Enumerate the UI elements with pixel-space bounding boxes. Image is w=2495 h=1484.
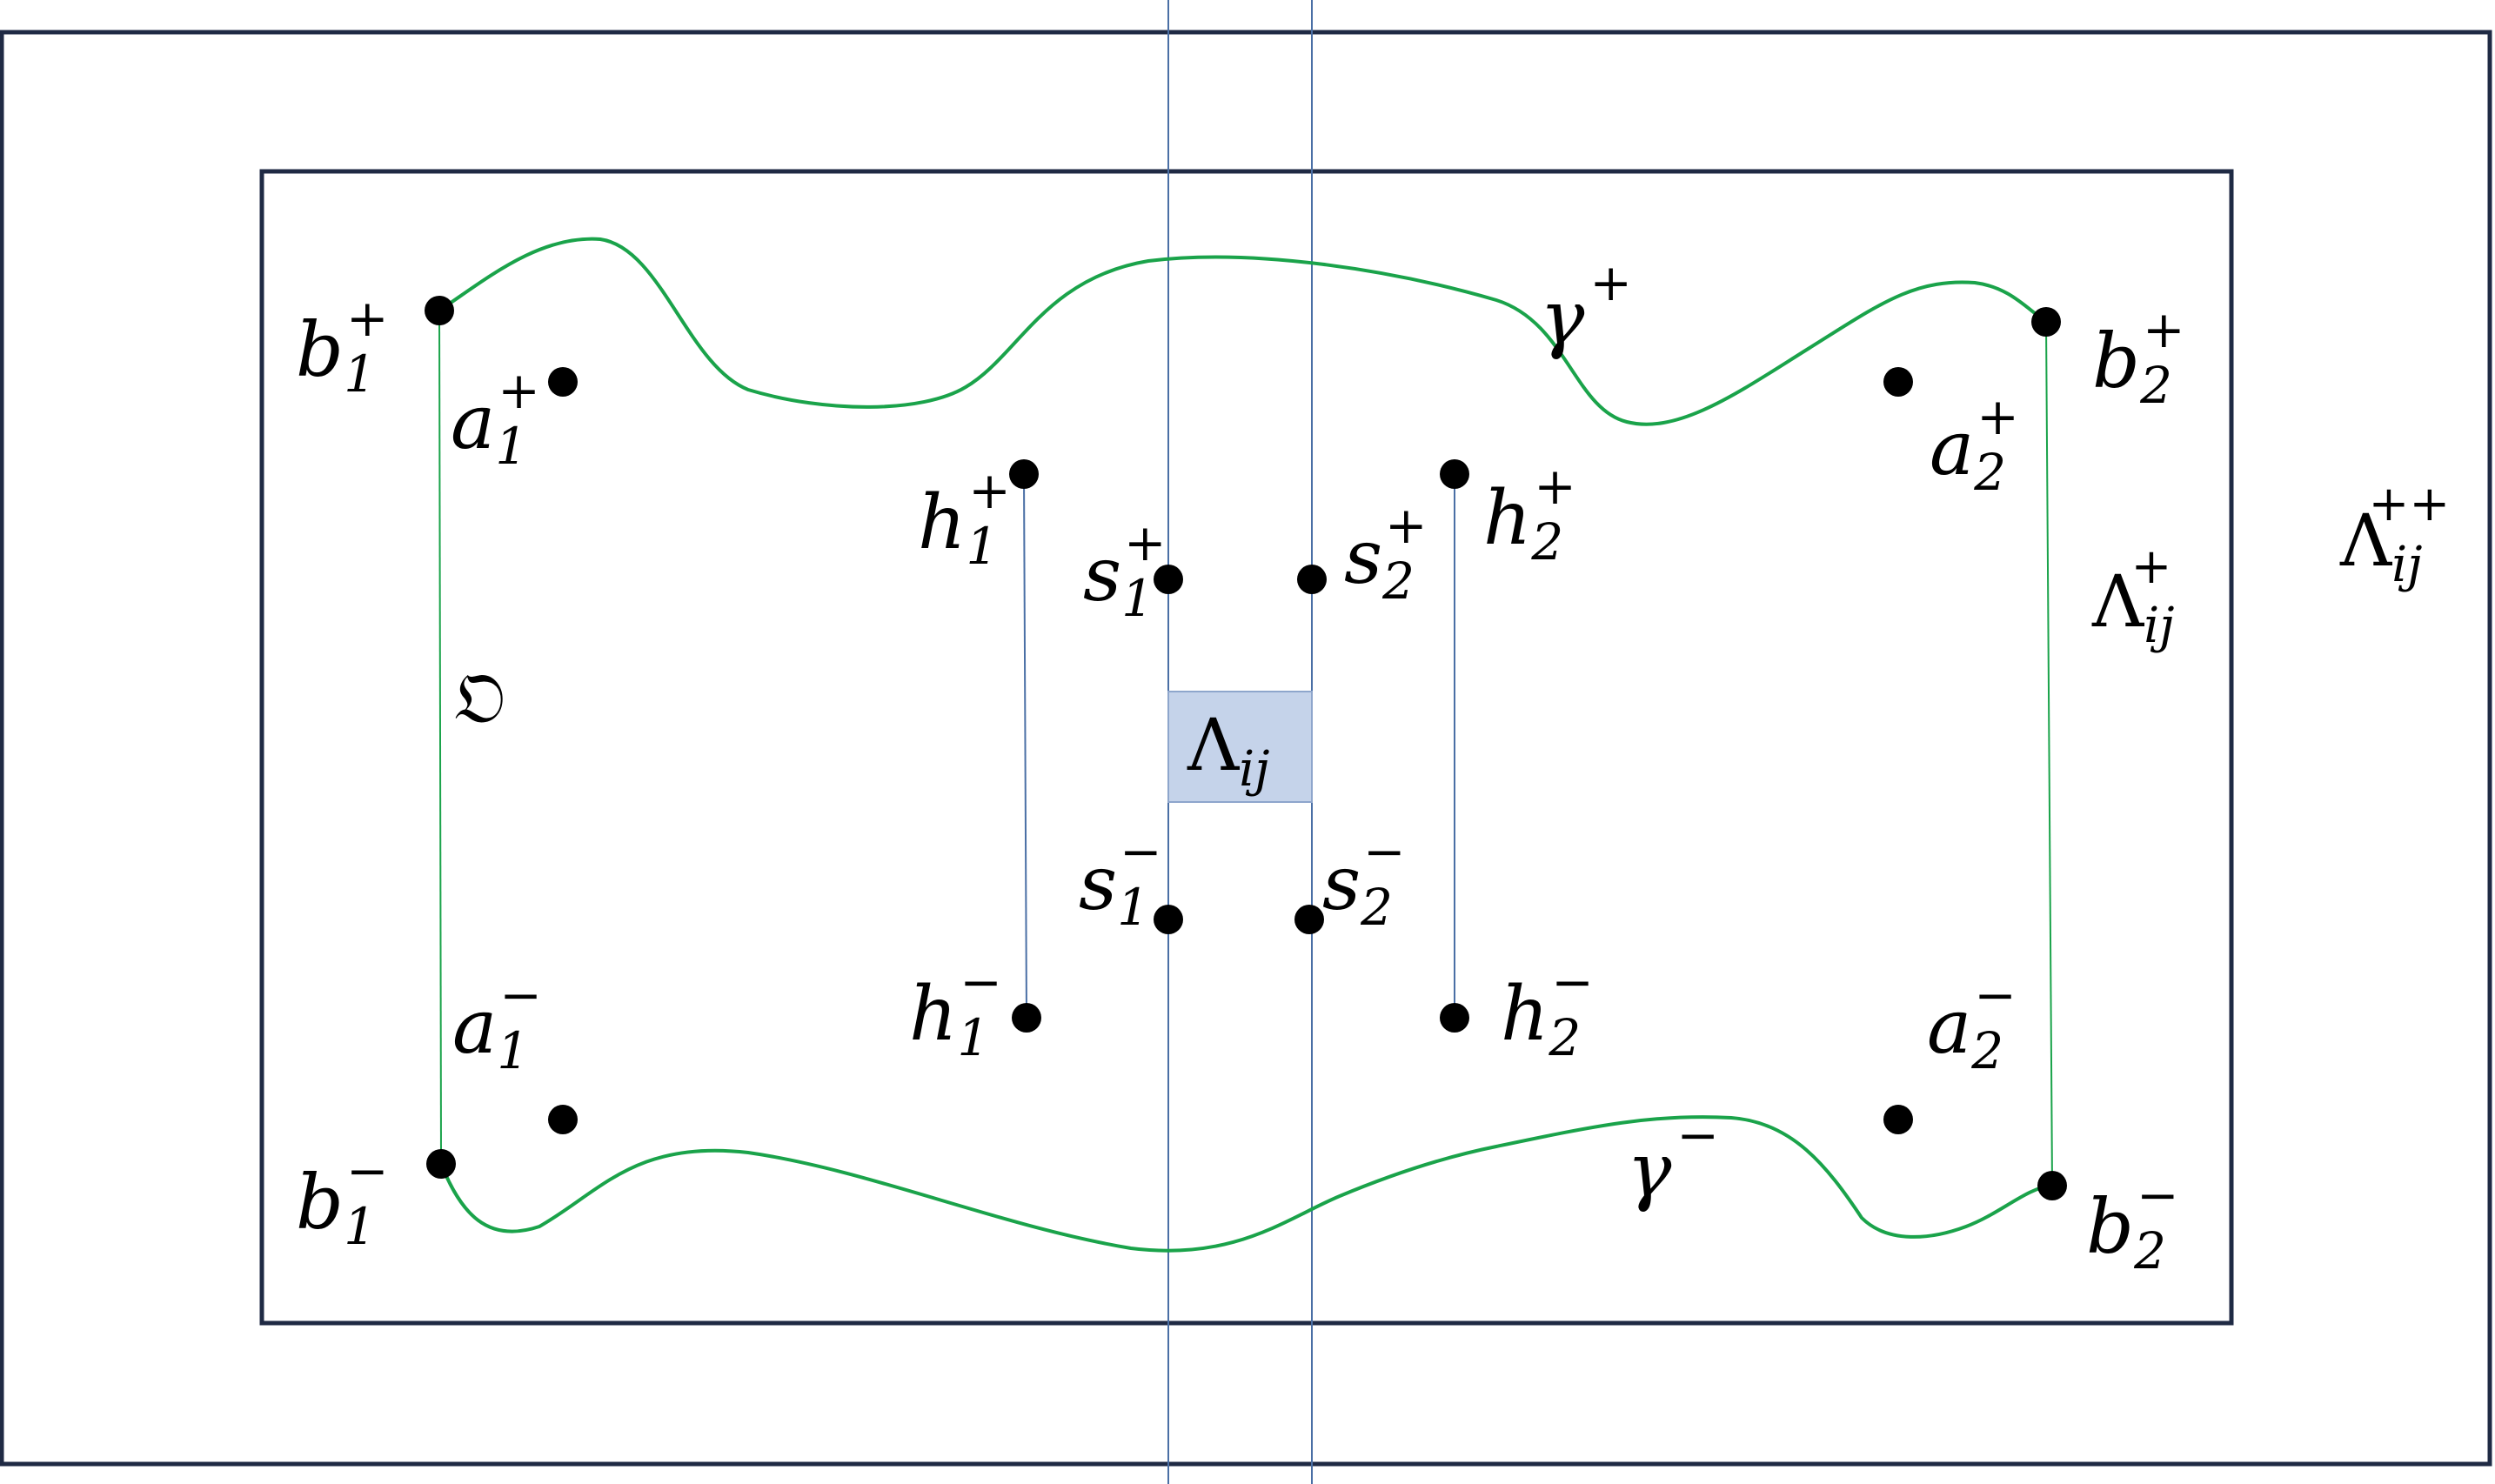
point-a2-plus	[1883, 367, 1913, 397]
label-s1-minus: s1−	[1079, 822, 1162, 937]
curve-gamma-plus	[438, 237, 2048, 426]
label-domain: 𝔒	[454, 658, 505, 739]
outer-frame	[0, 30, 2492, 1467]
point-s2-minus	[1294, 905, 1324, 934]
label-b1-minus: b1−	[296, 1141, 389, 1256]
left-side-segment	[438, 310, 442, 1165]
point-b1-plus	[425, 296, 454, 325]
point-h1-minus	[1012, 1003, 1041, 1033]
point-s1-minus	[1154, 905, 1183, 934]
label-h2-plus: h2+	[1483, 457, 1576, 572]
point-h1-plus	[1009, 459, 1039, 489]
label-s1-plus: s1+	[1083, 513, 1167, 628]
point-a1-plus	[548, 367, 578, 397]
label-s2-minus: s2−	[1322, 822, 1406, 937]
label-outer-region: Λij++	[2339, 476, 2450, 593]
label-gamma-plus: γ+	[1540, 253, 1632, 362]
inner-frame	[259, 169, 2234, 1326]
point-h2-minus	[1440, 1003, 1469, 1033]
label-center-box: Λij	[1187, 705, 1270, 798]
point-b2-minus	[2037, 1171, 2067, 1200]
point-a1-minus	[548, 1105, 578, 1134]
point-b1-minus	[426, 1149, 456, 1179]
label-inner-region: Λij+	[2091, 538, 2175, 654]
label-gamma-minus: γ−	[1627, 1106, 1719, 1214]
label-b2-plus: b2+	[2092, 300, 2185, 415]
label-a1-minus: a1−	[452, 966, 542, 1080]
label-a2-plus: a2+	[1930, 387, 2019, 502]
curve-gamma-minus	[439, 1115, 2053, 1253]
points	[425, 296, 2067, 1200]
h1-segment	[1023, 473, 1027, 1019]
label-h2-minus: h2−	[1501, 953, 1594, 1067]
point-h2-plus	[1440, 459, 1469, 489]
label-b1-plus: b1+	[296, 289, 389, 404]
point-s2-plus	[1297, 565, 1327, 594]
label-h1-minus: h1−	[909, 953, 1002, 1067]
label-a1-plus: a1+	[451, 361, 540, 476]
point-b2-plus	[2031, 307, 2061, 337]
label-s2-plus: s2+	[1344, 496, 1428, 611]
center-box	[1167, 691, 1313, 803]
label-a2-minus: a2−	[1927, 966, 2017, 1080]
label-b2-minus: b2−	[2086, 1166, 2179, 1280]
right-side-segment	[2045, 321, 2053, 1187]
point-s1-plus	[1154, 565, 1183, 594]
point-a2-minus	[1883, 1105, 1913, 1134]
label-h1-plus: h1+	[918, 461, 1011, 576]
